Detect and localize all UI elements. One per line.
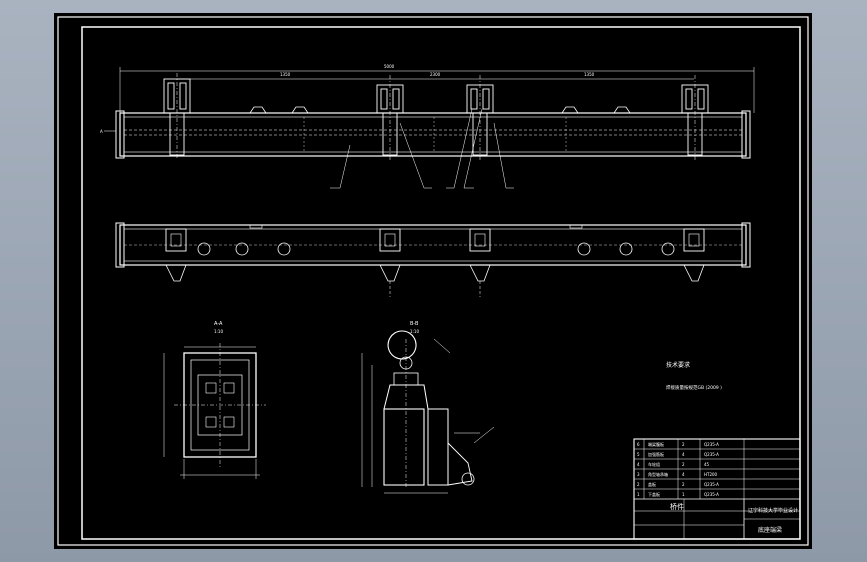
parts-list-cell: Q235-A [704, 452, 719, 457]
parts-list-cell: 1 [682, 492, 685, 497]
drawing-name: 底座端梁 [758, 526, 782, 534]
title-block [633, 438, 801, 540]
parts-list-cell: 盖板 [648, 481, 656, 487]
parts-list-cell: 4 [682, 452, 685, 457]
section-a-scale: 1:10 [214, 329, 223, 334]
front-view: 5000 1350 2300 1350 [100, 64, 755, 189]
parts-list-cell: 5 [637, 452, 640, 457]
outer-frame [57, 16, 809, 546]
top-view [115, 222, 751, 297]
svg-text:1350: 1350 [584, 72, 595, 77]
parts-list-cell: 下盖板 [648, 491, 660, 497]
section-b-b [361, 330, 495, 494]
parts-list-cell: 4 [682, 472, 685, 477]
drawing-sheet: 5000 1350 2300 1350 [54, 13, 812, 549]
svg-text:A: A [100, 129, 103, 134]
parts-list-cell: HT200 [704, 472, 718, 477]
section-b-label: B-B [410, 321, 419, 327]
parts-list-cell: 2 [637, 482, 640, 487]
parts-list-cell: Q235-A [704, 442, 719, 447]
tech-req-line: 焊接质量按规范GB (2009 ) [666, 384, 722, 391]
parts-list-cell: 45 [704, 462, 710, 467]
section-a-label: A-A [214, 321, 223, 327]
parts-list-cell: 6 [637, 442, 640, 447]
tech-req-title: 技术要求 [666, 361, 690, 369]
parts-list-cell: Q235-A [704, 492, 719, 497]
parts-list-cell: 4 [637, 462, 640, 467]
svg-text:5000: 5000 [384, 64, 395, 69]
parts-list-cell: 3 [637, 472, 640, 477]
parts-list-cell: 加强筋板 [648, 451, 664, 457]
cad-drawing: 5000 1350 2300 1350 [57, 16, 809, 546]
parts-list-cell: 2 [682, 482, 685, 487]
school-name: 辽宁科技大学毕业设计 [748, 507, 798, 514]
parts-list-cell: 1 [637, 492, 640, 497]
parts-list-cell: 2 [682, 462, 685, 467]
inner-frame [81, 26, 801, 540]
parts-list-cell: Q235-A [704, 482, 719, 487]
svg-text:2300: 2300 [430, 72, 441, 77]
section-b-scale: 1:10 [410, 329, 419, 334]
parts-list-cell: 角型轴承箱 [648, 471, 668, 477]
parts-list-cell: 车轮组 [648, 461, 660, 467]
svg-text:1350: 1350 [280, 72, 291, 77]
parts-list-cell: 端梁腹板 [648, 441, 664, 447]
section-a-a [163, 343, 266, 479]
part-name: 桥件 [670, 502, 684, 511]
parts-list-cell: 2 [682, 442, 685, 447]
